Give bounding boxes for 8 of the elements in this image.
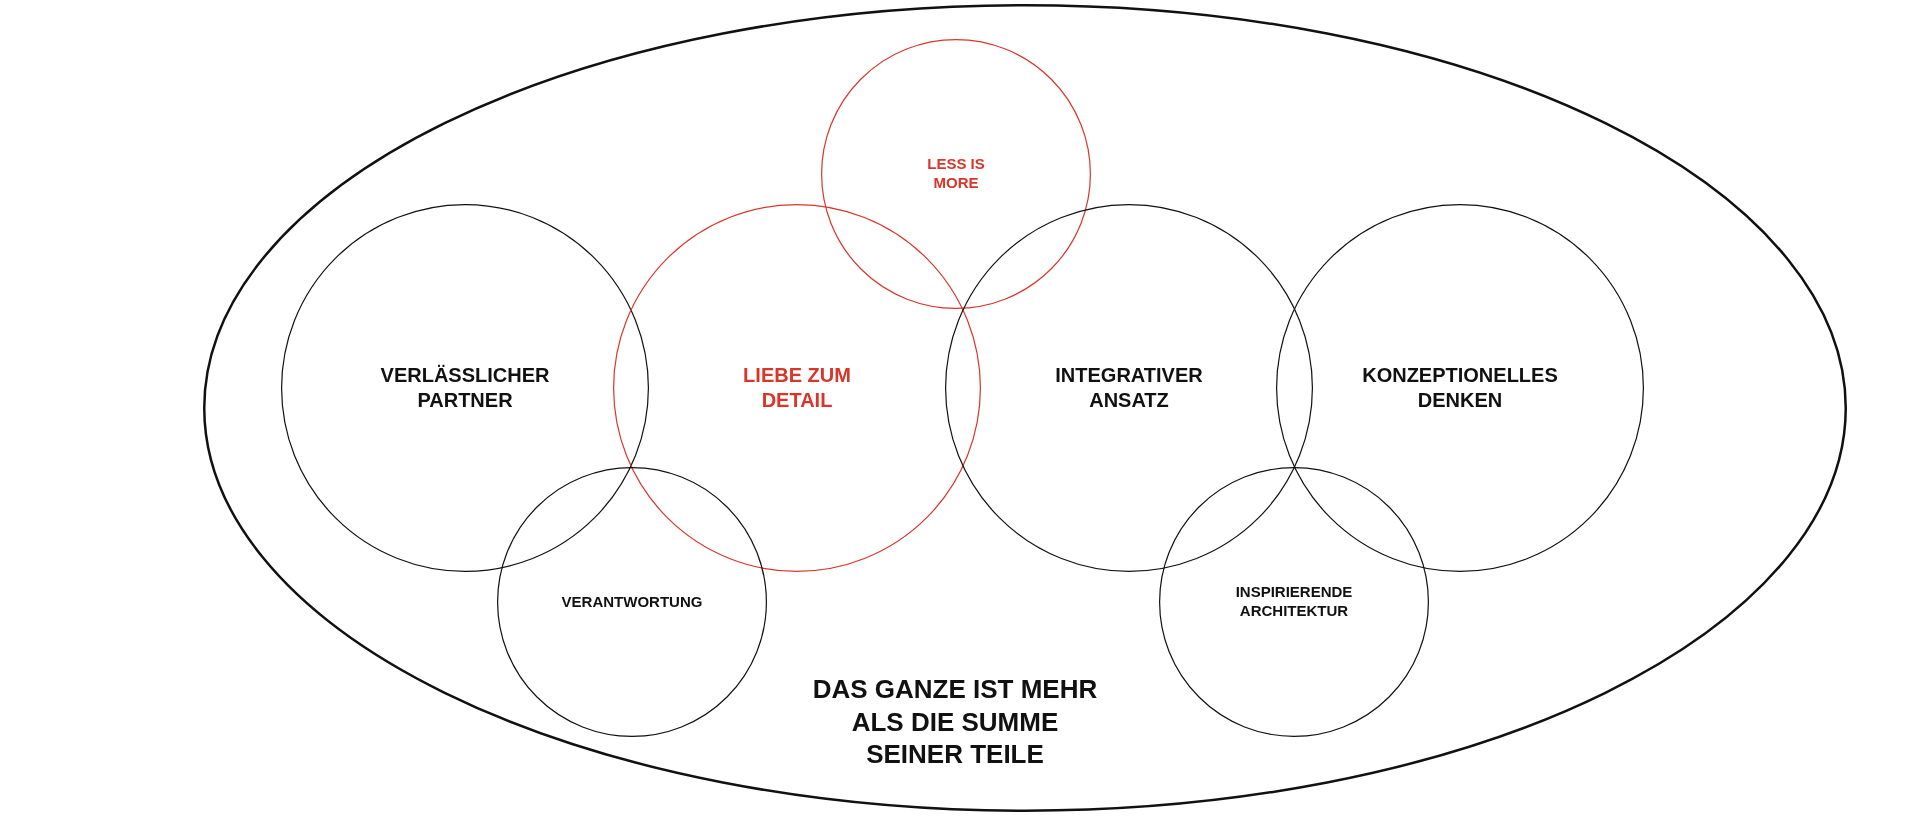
value-label: LIEBE ZUM DETAIL [742, 363, 852, 413]
value-label: INSPIRIERENDE ARCHITEKTUR [1234, 583, 1354, 621]
motto-text: DAS GANZE IST MEHR ALS DIE SUMME SEINER TEILE [811, 673, 1099, 771]
value-label: VERLÄSSLICHER PARTNER [379, 363, 551, 413]
value-label: KONZEPTIONELLES DENKEN [1361, 363, 1559, 413]
value-label: VERANTWORTUNG [560, 592, 704, 612]
value-label: LESS IS MORE [926, 155, 986, 193]
value-label: INTEGRATIVER ANSATZ [1054, 363, 1204, 413]
